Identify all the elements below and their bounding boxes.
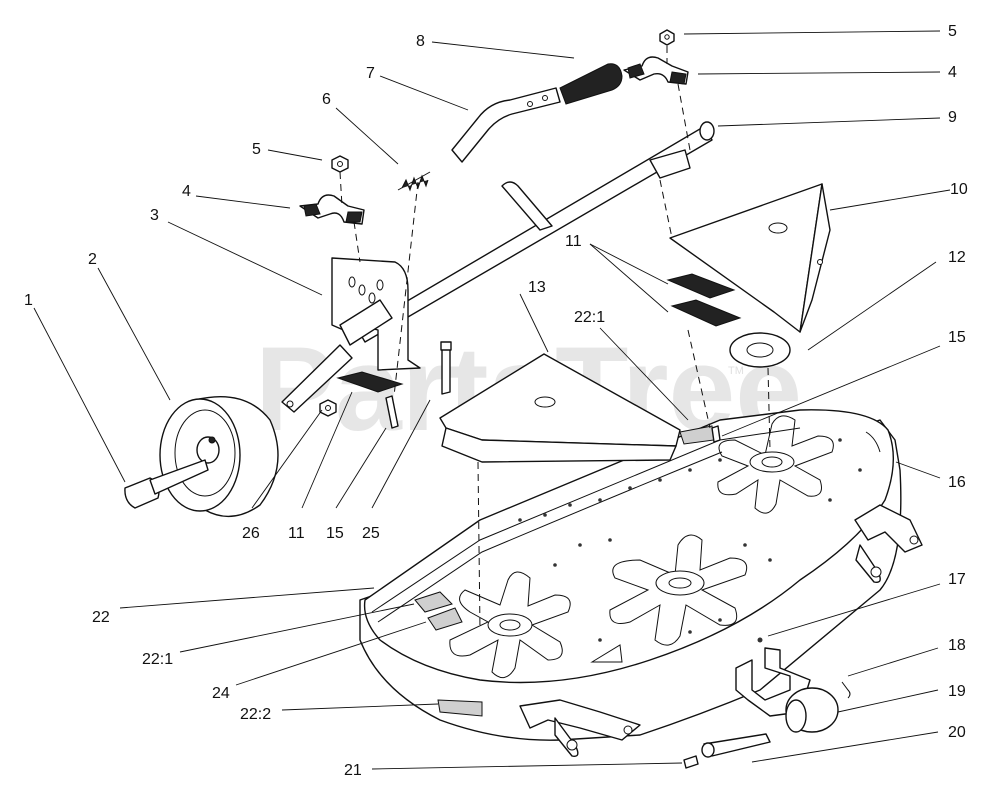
wheel-assembly [159, 396, 279, 518]
callout-25: 25 [362, 525, 380, 542]
pad-left [336, 371, 404, 393]
axle-bracket [281, 299, 393, 413]
bolt-25-head [440, 341, 452, 351]
callout-17: 17 [948, 571, 966, 588]
rear-rod [701, 733, 771, 758]
screw-21 [683, 755, 699, 769]
callout-7: 7 [366, 65, 375, 82]
watermark-trademark: TM [728, 365, 744, 377]
callout-21: 21 [344, 762, 362, 779]
callout-22-1-upper: 22:1 [574, 309, 605, 326]
assembly-lines [339, 46, 771, 631]
callout-15-left: 15 [326, 525, 344, 542]
callout-2: 2 [88, 251, 97, 268]
callout-12: 12 [948, 249, 966, 266]
callout-3: 3 [150, 207, 159, 224]
callout-9: 9 [948, 109, 957, 126]
callout-15-right: 15 [948, 329, 966, 346]
deck-hanger-rear-right [854, 504, 923, 583]
belt-cover-left [439, 353, 681, 463]
callout-5-right: 5 [948, 23, 957, 40]
belt-cover-right [669, 183, 831, 333]
leader-lines [33, 30, 951, 770]
deck-spindle-left [449, 571, 571, 679]
height-lever [451, 87, 561, 163]
decal-22-1-left [414, 591, 453, 613]
pulley-washer [729, 332, 791, 368]
callout-8: 8 [416, 33, 425, 50]
lever-spring [397, 171, 431, 192]
wheel-bolt [124, 459, 209, 509]
shaft-lever-arm [501, 181, 553, 231]
callout-22: 22 [92, 609, 110, 626]
decal-22-2 [437, 699, 483, 717]
cross-shaft [357, 121, 715, 343]
callout-16: 16 [948, 474, 966, 491]
nut-left [331, 155, 349, 173]
pad-right-lower [670, 299, 742, 327]
callout-26: 26 [242, 525, 260, 542]
decal-24 [427, 607, 463, 631]
pad-right-upper [666, 273, 736, 299]
bolt-25 [441, 347, 451, 395]
callout-11-left: 11 [288, 525, 305, 542]
callout-22-1-lower: 22:1 [142, 651, 173, 668]
callout-13: 13 [528, 279, 546, 296]
rear-roller [785, 687, 839, 733]
shaft-arm-right [649, 149, 691, 179]
deck-direction-arrow [590, 644, 623, 663]
callout-20: 20 [948, 724, 966, 741]
callout-22-2: 22:2 [240, 706, 271, 723]
screw-15-left [385, 395, 399, 429]
callout-1: 1 [24, 292, 33, 309]
cotter-pin [841, 681, 851, 699]
callout-18: 18 [948, 637, 966, 654]
nut-right [659, 29, 675, 46]
deck-top [363, 409, 895, 684]
callout-4-left: 4 [182, 183, 191, 200]
u-bracket-left [299, 194, 365, 225]
deck-front-lip-inner [377, 451, 723, 623]
callout-19: 19 [948, 683, 966, 700]
u-bracket-right [623, 56, 689, 85]
deck-spindle-right [717, 415, 834, 514]
deck-hanger-front-left [519, 699, 641, 757]
screw-15-right [711, 425, 721, 443]
deck-discharge-edge [865, 431, 881, 453]
callout-labels: 1 2 3 4 4 5 5 6 7 8 9 10 11 11 12 13 15 … [24, 23, 968, 779]
deck-front-lip [371, 427, 801, 613]
lever-grip [559, 63, 623, 105]
callout-24: 24 [212, 685, 230, 702]
callout-11-right: 11 [565, 233, 582, 250]
deck-spindle-center [609, 534, 748, 646]
callout-4-right: 4 [948, 64, 957, 81]
callout-6: 6 [322, 91, 331, 108]
callout-5-left: 5 [252, 141, 261, 158]
nut-26 [319, 399, 337, 417]
callout-10: 10 [950, 181, 968, 198]
